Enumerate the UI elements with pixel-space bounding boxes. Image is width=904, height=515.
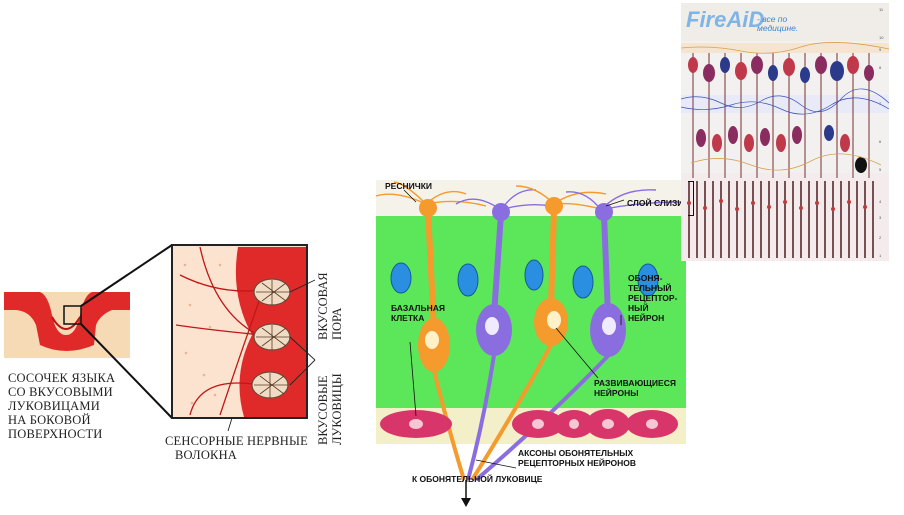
dendritic-knob [545, 197, 563, 215]
olfactory-illustration [375, 180, 686, 507]
fireaid-logo: FireAiD [686, 7, 765, 32]
fireaid-tagline: - все по медицине. [757, 14, 799, 33]
svg-text:7: 7 [879, 101, 882, 106]
developing-neurons-label: РАЗВИВАЮЩИЕСЯ НЕЙРОНЫ [594, 378, 676, 398]
dendritic-knob [595, 203, 613, 221]
retinal-cells [688, 56, 874, 173]
axons-label: АКСОНЫ ОБОНЯТЕЛЬНЫХ РЕЦЕПТОРНЫХ НЕЙРОНОВ [518, 448, 637, 468]
papilla-caption: СОСОЧЕК ЯЗЫКА СО ВКУСОВЫМИ ЛУКОВИЦАМИ НА… [8, 371, 116, 441]
svg-text:3: 3 [879, 215, 882, 220]
basal-cells [380, 409, 678, 439]
taste-buds-label: ВКУСОВЫЕ ЛУКОВИЦЫ [316, 373, 344, 445]
receptor-neuron-label: ОБОНЯ- ТЕЛЬНЫЙ РЕЦЕПТОР- НЫЙ НЕЙРОН [628, 273, 678, 323]
svg-text:4: 4 [879, 199, 882, 204]
supporting-cell-nuclei [390, 259, 659, 299]
nerve-fibers-caption: СЕНСОРНЫЕ НЕРВНЫЕ ВОЛОКНА [165, 434, 308, 462]
svg-text:11: 11 [879, 7, 884, 12]
olfactory-diagram [375, 180, 688, 510]
photoreceptor-rods [688, 181, 874, 258]
taste-pore-label: ВКУСОВАЯ ПОРА [316, 272, 344, 340]
retina-diagram: 11 10 9 8 7 6 5 4 3 2 1 [680, 3, 890, 261]
taste-bud [253, 323, 291, 351]
dendritic-knob [419, 199, 437, 217]
taste-bud [253, 278, 291, 306]
mucus-bracket [688, 181, 694, 216]
dendritic-knob [492, 203, 510, 221]
svg-text:10: 10 [879, 35, 884, 40]
taste-leader-lines [227, 279, 316, 432]
mucus-label: СЛОЙ СЛИЗИ [627, 198, 684, 208]
taste-diagram [0, 235, 340, 465]
papilla-cross-section [4, 244, 173, 419]
basal-cell-label: БАЗАЛЬНАЯ КЛЕТКА [391, 303, 445, 323]
layer-scale: 11 10 9 8 7 6 5 4 3 2 1 [879, 7, 884, 258]
svg-text:9: 9 [879, 47, 882, 52]
svg-text:5: 5 [879, 167, 882, 172]
svg-text:1: 1 [879, 253, 882, 258]
retina-illustration: 11 10 9 8 7 6 5 4 3 2 1 [680, 3, 890, 261]
olfactory-bulb-label: К ОБОНЯТЕЛЬНОЙ ЛУКОВИЦЕ [412, 474, 543, 484]
svg-text:8: 8 [879, 65, 882, 70]
svg-text:6: 6 [879, 139, 882, 144]
svg-text:2: 2 [879, 235, 882, 240]
cilia-label: РЕСНИЧКИ [385, 181, 432, 191]
taste-zoom-panel [171, 244, 308, 419]
taste-illustration [4, 244, 316, 432]
taste-bud [251, 371, 289, 399]
